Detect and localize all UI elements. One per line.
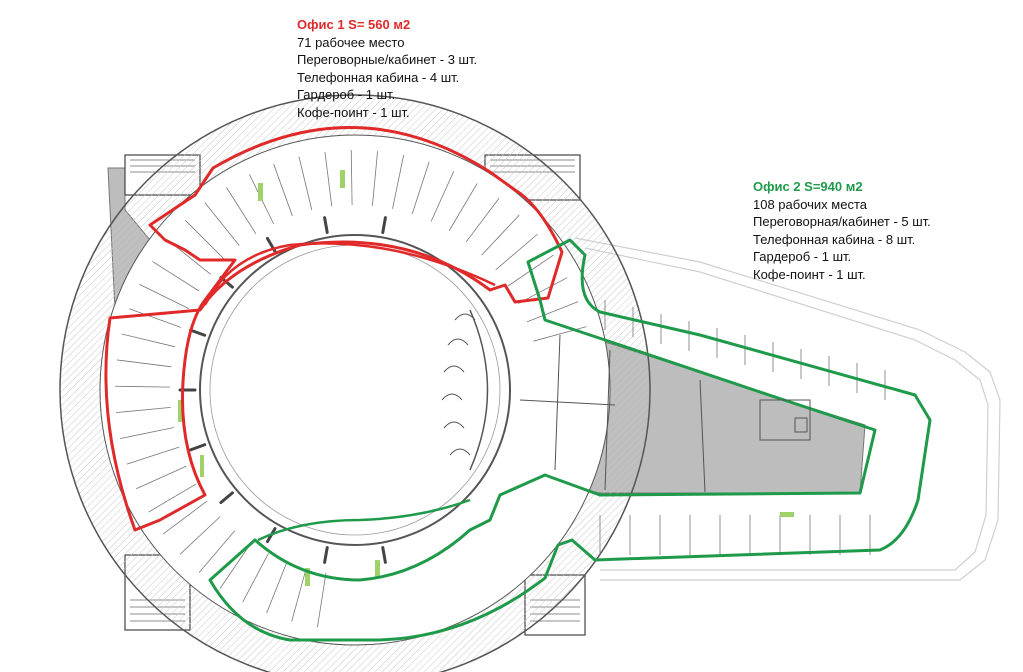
partition <box>392 154 405 209</box>
office-2-line: Гардероб - 1 шт. <box>753 249 852 264</box>
core-rooms <box>519 334 811 493</box>
partition <box>126 446 180 465</box>
partition <box>179 516 221 555</box>
office-1-line: Гардероб - 1 шт. <box>297 87 396 102</box>
office-2-boundary <box>208 238 932 642</box>
partition <box>152 261 200 292</box>
partition <box>266 561 288 614</box>
partition <box>526 301 579 323</box>
partitions <box>115 150 886 628</box>
partition <box>291 568 307 622</box>
partition <box>116 359 172 368</box>
office-1-line: Переговорные/кабинет - 3 шт. <box>297 52 478 67</box>
office-2-legend: Офис 2 S=940 м2 108 рабочих места Перего… <box>753 178 931 283</box>
greenery <box>178 170 794 586</box>
partition <box>481 214 520 256</box>
partition <box>350 150 353 206</box>
partition <box>465 197 500 243</box>
partition <box>226 187 257 235</box>
partition <box>273 164 293 217</box>
partition <box>115 385 171 388</box>
office-1-boundary <box>104 126 564 532</box>
atrium-arches <box>441 309 489 471</box>
column <box>381 546 387 564</box>
partition <box>317 572 327 628</box>
partition <box>372 151 378 206</box>
partition <box>148 483 196 513</box>
office-1-legend: Офис 1 S= 560 м2 71 рабочее место Перего… <box>297 16 477 121</box>
office-2-line: Переговорная/кабинет - 5 шт. <box>753 214 931 229</box>
partition <box>139 284 190 309</box>
office-1-line: Телефонная кабина - 4 шт. <box>297 69 460 85</box>
ring-floorplate <box>59 94 651 672</box>
office-1-line: 71 рабочее место <box>297 34 405 50</box>
office-2-line: Телефонная кабина - 8 шт. <box>753 231 916 247</box>
column <box>323 546 329 564</box>
partition <box>204 202 240 246</box>
partition <box>121 333 176 348</box>
office-1-title: Офис 1 S= 560 м2 <box>297 17 411 32</box>
partition <box>533 326 587 342</box>
column <box>219 491 234 504</box>
partition <box>116 407 171 413</box>
partition <box>411 161 430 215</box>
partition <box>219 542 252 589</box>
office-1-line: Кофе-поинт - 1 шт. <box>297 104 410 120</box>
partition <box>495 233 538 271</box>
atrium <box>199 234 511 546</box>
partition <box>162 500 208 535</box>
partition <box>198 530 236 573</box>
office-2-line: Кофе-поинт - 1 шт. <box>753 266 866 282</box>
column <box>381 216 387 234</box>
partition <box>136 465 187 490</box>
partition <box>129 308 182 328</box>
office-2-line: 108 рабочих места <box>753 196 868 212</box>
column <box>189 443 207 452</box>
partition <box>298 156 313 211</box>
column <box>323 216 329 234</box>
office-2-title: Офис 2 S=940 м2 <box>753 179 863 194</box>
partition <box>119 427 174 440</box>
partition <box>430 171 455 222</box>
column <box>189 328 207 337</box>
building-outline-east <box>574 237 1001 581</box>
partition <box>448 183 478 231</box>
partition <box>242 553 269 603</box>
partition <box>185 220 225 260</box>
partition <box>324 151 333 207</box>
